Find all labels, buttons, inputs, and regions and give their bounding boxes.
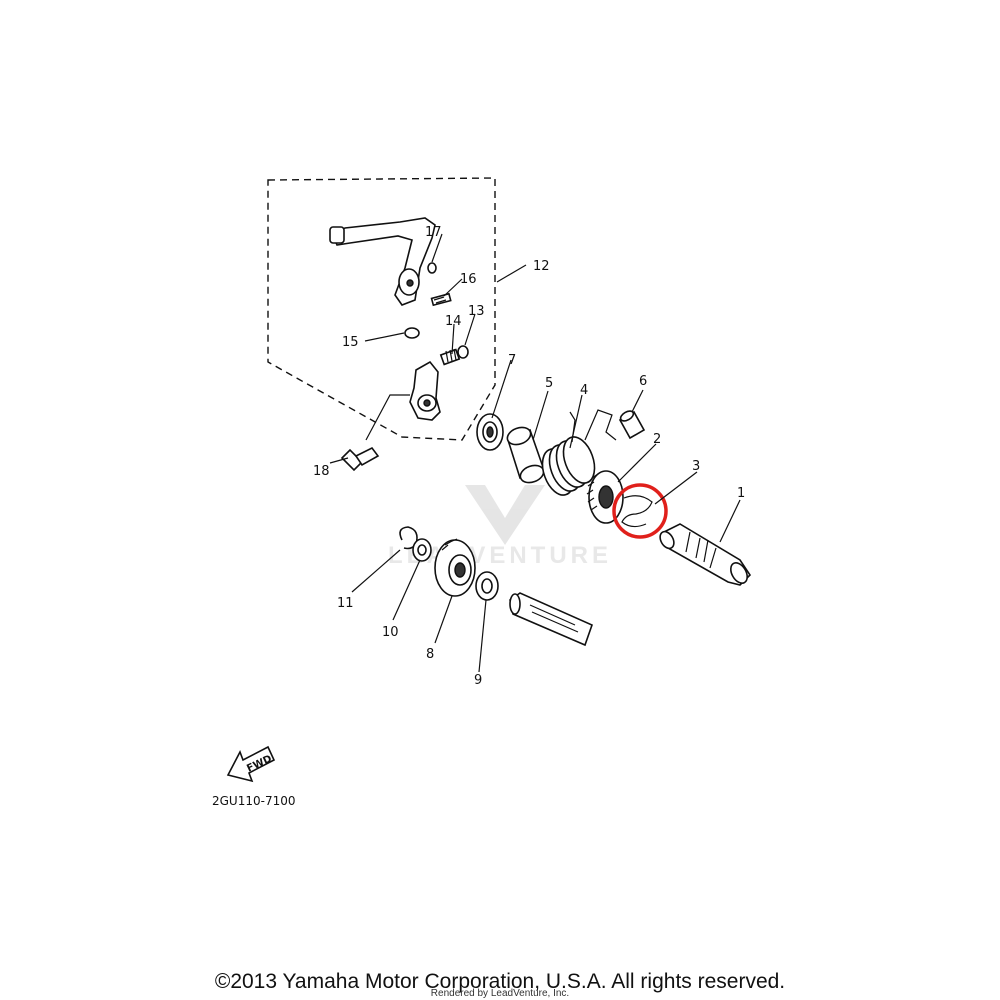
part-1-kick-shaft <box>659 523 752 586</box>
callout-13: 13 <box>468 304 485 319</box>
part-6-pin <box>618 410 646 440</box>
part-5-collar <box>506 426 546 484</box>
drawing-code: 2GU110-7100 <box>212 794 296 808</box>
callout-18: 18 <box>313 464 330 479</box>
callout-6: 6 <box>639 374 647 389</box>
bolt-guide-line <box>365 394 410 441</box>
copyright-notice: ©2013 Yamaha Motor Corporation, U.S.A. A… <box>214 970 786 993</box>
part-11-circlip <box>399 526 418 550</box>
part-9-washer <box>475 571 499 601</box>
fwd-arrow: FWD <box>226 745 276 783</box>
part-3-circlip <box>621 495 653 528</box>
part-15-ball <box>404 327 420 339</box>
part-8-kick-idle-gear <box>434 538 476 597</box>
rendered-by-notice: Rendered by LeadVenture, Inc. <box>430 988 570 999</box>
part-17-pin <box>427 262 437 274</box>
callout-14: 14 <box>445 314 462 329</box>
part-13-plunger <box>457 345 469 359</box>
kick-crank-lever <box>329 217 436 306</box>
part-18-bolt <box>340 446 380 472</box>
callout-17: 17 <box>425 225 442 240</box>
callout-16: 16 <box>460 272 477 287</box>
callout-2: 2 <box>653 432 661 447</box>
callout-5: 5 <box>545 376 553 391</box>
callout-3: 3 <box>692 459 700 474</box>
splined-shaft <box>509 592 593 647</box>
callout-11: 11 <box>337 596 354 611</box>
callout-15: 15 <box>342 335 359 350</box>
callout-7: 7 <box>508 353 516 368</box>
callout-9: 9 <box>474 673 482 688</box>
callout-12: 12 <box>533 259 550 274</box>
part-14-spring <box>439 348 461 366</box>
callout-8: 8 <box>426 647 434 662</box>
callout-4: 4 <box>580 383 588 398</box>
callout-leaders <box>329 233 741 673</box>
part-4-torsion-spring <box>541 409 617 496</box>
kick-crank-assembly-outline <box>267 177 496 441</box>
kick-crank-boss <box>409 360 441 421</box>
part-7-bearing <box>476 413 504 451</box>
callout-labels: 1 2 3 4 5 6 7 8 9 10 11 12 13 14 15 16 1… <box>313 225 745 688</box>
callout-1: 1 <box>737 486 745 501</box>
callout-10: 10 <box>382 625 399 640</box>
highlight-circle <box>612 483 668 539</box>
part-10-washer <box>412 538 432 562</box>
part-16-bolt <box>430 292 452 307</box>
